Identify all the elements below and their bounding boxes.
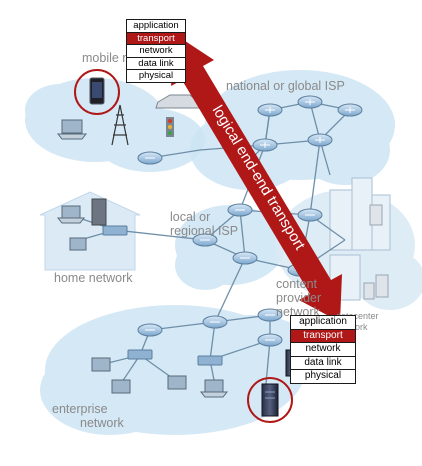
- protocol-stack-mobile: application transport network data link …: [126, 19, 186, 83]
- protocol-stack-host: application transport network data link …: [290, 315, 356, 384]
- hosts: [56, 94, 229, 398]
- mobile-host-highlight: [74, 69, 120, 115]
- switches: [102, 225, 223, 366]
- local-isp-cloud: [175, 205, 285, 290]
- layer-application: application: [127, 20, 185, 33]
- server-host-highlight: [247, 377, 293, 423]
- layer-transport: transport: [127, 32, 185, 45]
- smartphone-icon: [89, 77, 105, 105]
- mobile-network-cloud: [25, 78, 205, 172]
- local-isp-label: local or regional ISP: [170, 210, 239, 238]
- layer-application: application: [291, 316, 355, 330]
- layer-network: network: [127, 45, 185, 58]
- end-to-end-arrow: [171, 35, 342, 322]
- layer-data-link: data link: [127, 58, 185, 70]
- layer-network: network: [291, 343, 355, 357]
- server-icon: [261, 383, 279, 417]
- layer-physical: physical: [138, 70, 174, 81]
- cell-tower-icon: [111, 104, 129, 146]
- national-isp-label: national or global ISP: [226, 79, 345, 93]
- enterprise-cloud: [40, 305, 320, 435]
- layer-transport: transport: [291, 329, 355, 343]
- home-network-label: home network: [54, 271, 133, 285]
- layer-data-link: data link: [291, 357, 355, 370]
- datacenter-servers: [363, 204, 389, 300]
- layer-physical: physical: [304, 370, 342, 381]
- enterprise-label: enterprise network: [52, 402, 124, 430]
- content-provider-label: content provider network: [276, 277, 322, 319]
